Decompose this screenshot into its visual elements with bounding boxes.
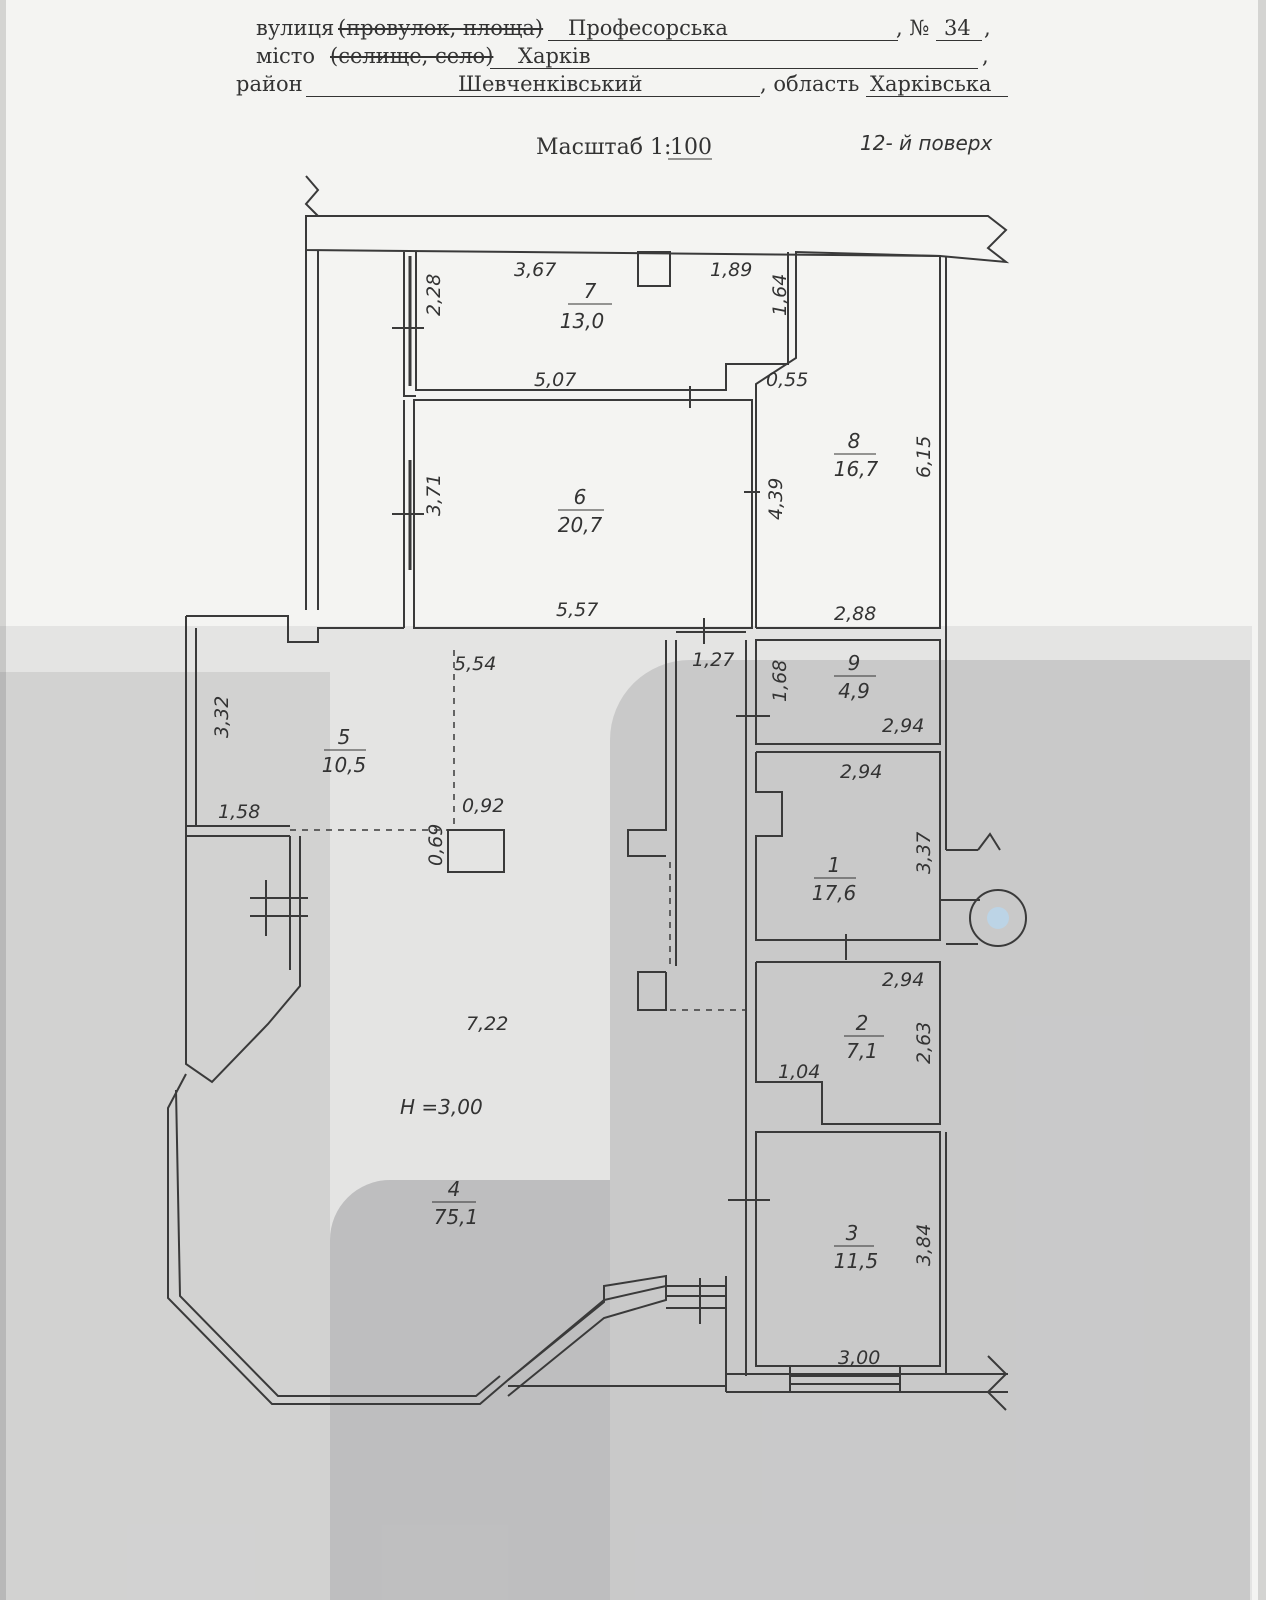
room-labels: 7 13,0 6 20,7 8 16,7 9 4,9 5 10,5 1 17,6 [322,279,884,1273]
district-label: район [236,72,303,96]
dimension-label: 2,94 [840,761,882,783]
dimension-label: 3,67 [514,259,556,281]
scale-label: Масштаб 1: [536,135,671,160]
city-label: місто [256,44,316,68]
svg-text:4,9: 4,9 [838,679,870,703]
walls [167,175,1027,1411]
svg-text:10,5: 10,5 [322,753,367,777]
svg-text:13,0: 13,0 [560,309,605,333]
city-underline [490,68,978,69]
number-underline [936,40,982,41]
dimension-label: 0,92 [462,795,504,817]
dimension-label: 3,71 [423,474,445,516]
dimension-label: 5,57 [556,599,598,621]
room-8-label: 8 16,7 [834,429,879,481]
shadow-area [0,626,1252,1600]
svg-text:1: 1 [828,853,841,877]
street-label: вулиця [256,16,335,40]
floor-label: 12- й поверх [860,131,992,155]
shadow-area [330,1180,610,1600]
dimension-label: 0,55 [766,369,808,391]
svg-text:6: 6 [574,485,587,509]
street-struck-text: (провулок, площа) [338,16,544,40]
svg-text:3: 3 [846,1221,859,1245]
room-2-label: 2 7,1 [844,1011,884,1063]
dimension-label: 1,68 [769,660,791,702]
dimension-label: 4,39 [765,478,787,520]
room-7-label: 7 13,0 [560,279,612,333]
region-value: Харківська [870,72,992,96]
svg-text:2: 2 [856,1011,869,1035]
region-label: , область [760,72,860,96]
svg-text:20,7: 20,7 [558,513,603,537]
dimension-label: 2,94 [882,969,924,991]
dimension-label: 1,58 [218,801,260,823]
room-6-label: 6 20,7 [558,485,604,537]
shadow-area [610,660,1250,1600]
street-underline [548,40,898,41]
svg-text:8: 8 [848,429,861,453]
svg-text:5: 5 [338,725,351,749]
dimension-label: 7,22 [466,1013,508,1035]
svg-text:7,1: 7,1 [846,1039,878,1063]
dimension-label: 3,32 [211,696,233,738]
room-3-label: 3 11,5 [834,1221,879,1273]
dimension-label: 2,88 [834,603,876,625]
svg-text:11,5: 11,5 [834,1249,879,1273]
dimension-label: 1,27 [692,649,734,671]
district-underline [306,96,760,97]
room-1-label: 1 17,6 [812,853,857,905]
svg-text:4: 4 [448,1177,461,1201]
dimension-label: 0,69 [425,824,447,866]
dimension-label: 2,28 [423,274,445,316]
dimension-label: 3,00 [838,1347,880,1369]
dimension-label: 1,04 [778,1061,820,1083]
paper-sheet [6,0,1258,1600]
dimension-label: 1,64 [769,274,791,316]
svg-text:7: 7 [584,279,597,303]
svg-text:16,7: 16,7 [834,457,879,481]
dimension-label: 3,84 [913,1224,935,1266]
city-struck-text: (селище, село) [330,44,494,68]
street-value: Професорська [568,16,728,40]
city-value: Харків [518,44,591,68]
svg-text:75,1: 75,1 [434,1205,479,1229]
svg-text:17,6: 17,6 [812,881,857,905]
dimension-label: 2,94 [882,715,924,737]
scale-value: 100 [670,135,712,160]
district-value: Шевченківський [458,72,643,96]
region-underline [866,96,1008,97]
ceiling-height-label: H =3,00 [400,1095,483,1119]
number-label: , № [896,16,930,40]
dimension-label: 5,07 [534,369,576,391]
dimension-labels: 3,67 1,89 2,28 1,64 5,07 0,55 3,71 4,39 … [211,259,935,1369]
dimension-label: 5,54 [454,653,496,675]
dimension-label: 1,89 [710,259,752,281]
dimension-label: 2,63 [913,1022,935,1064]
number-value: 34 [944,16,971,40]
svg-text:9: 9 [848,651,861,675]
dimension-label: 3,37 [913,832,935,874]
dashed-zone-lines [290,650,746,1011]
comma: , [982,44,989,68]
comma: , [984,16,991,40]
dimension-label: 6,15 [913,436,935,478]
room-9-label: 9 4,9 [834,651,876,703]
room-5-label: 5 10,5 [322,725,367,777]
room-4-label: 4 75,1 [432,1177,478,1229]
